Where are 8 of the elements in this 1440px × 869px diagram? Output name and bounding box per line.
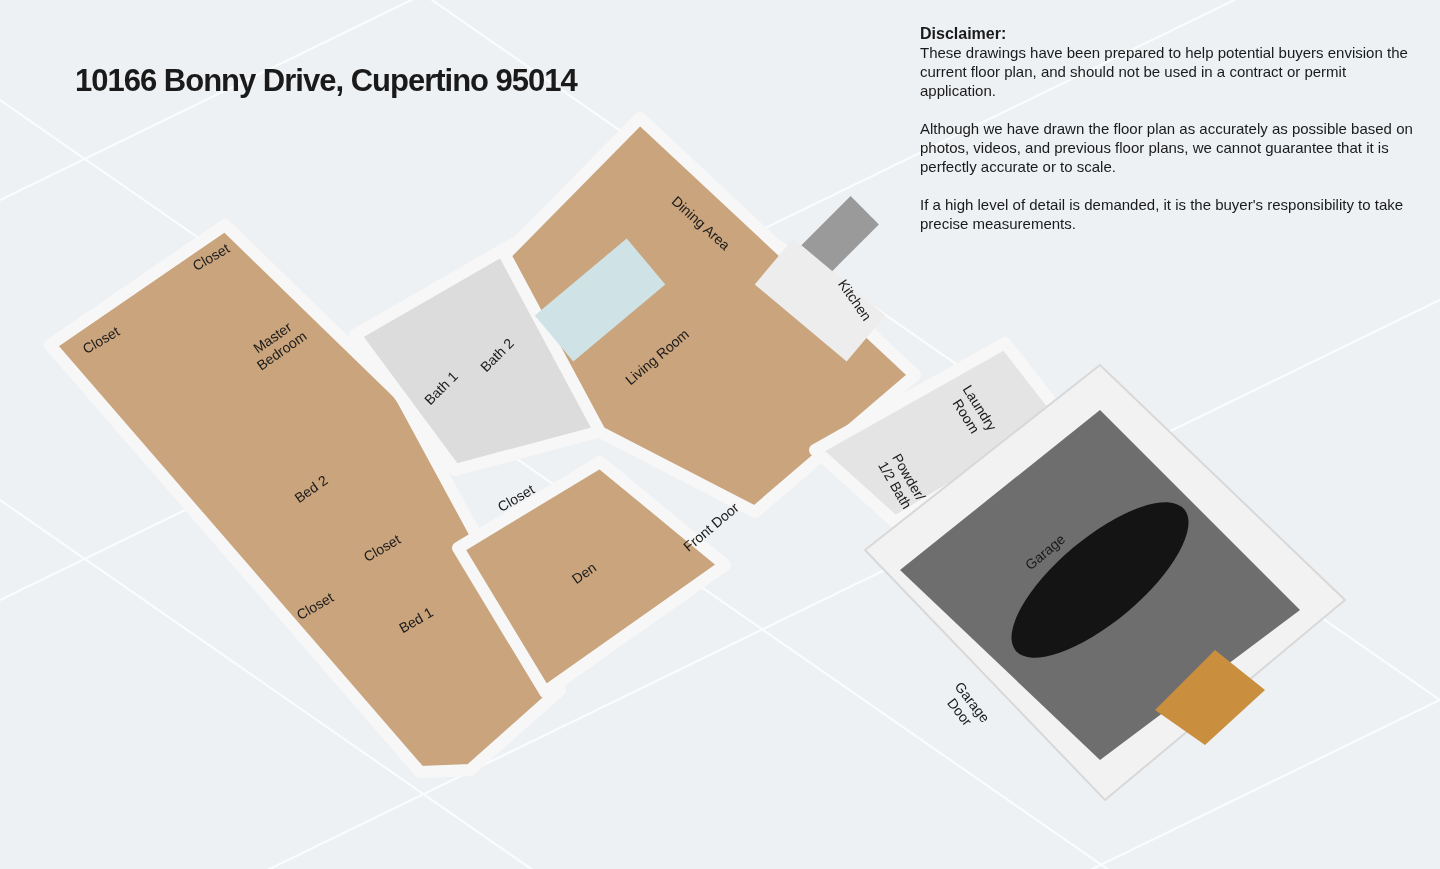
room-label: Bed 2: [291, 471, 331, 507]
room-label: Den: [568, 559, 600, 587]
disclaimer-paragraph: Although we have drawn the floor plan as accurately as possible based on photos, videos, and previous floor plans, we cannot guarantee that it is perfectly accurate or to scale.: [920, 119, 1414, 176]
room-label: Bed 1: [396, 603, 436, 637]
disclaimer-paragraph: If a high level of detail is demanded, it is the buyer's responsibility to take precise measurements.: [920, 195, 1405, 233]
title: 10166 Bonny Drive, Cupertino 95014: [75, 62, 577, 100]
disclaimer-heading: Disclaimer:: [920, 24, 1008, 43]
disclaimer-paragraph: These drawings have been prepared to help potential buyers envision the current floor plan, and should not be used in a contract or permit application.: [920, 43, 1409, 100]
